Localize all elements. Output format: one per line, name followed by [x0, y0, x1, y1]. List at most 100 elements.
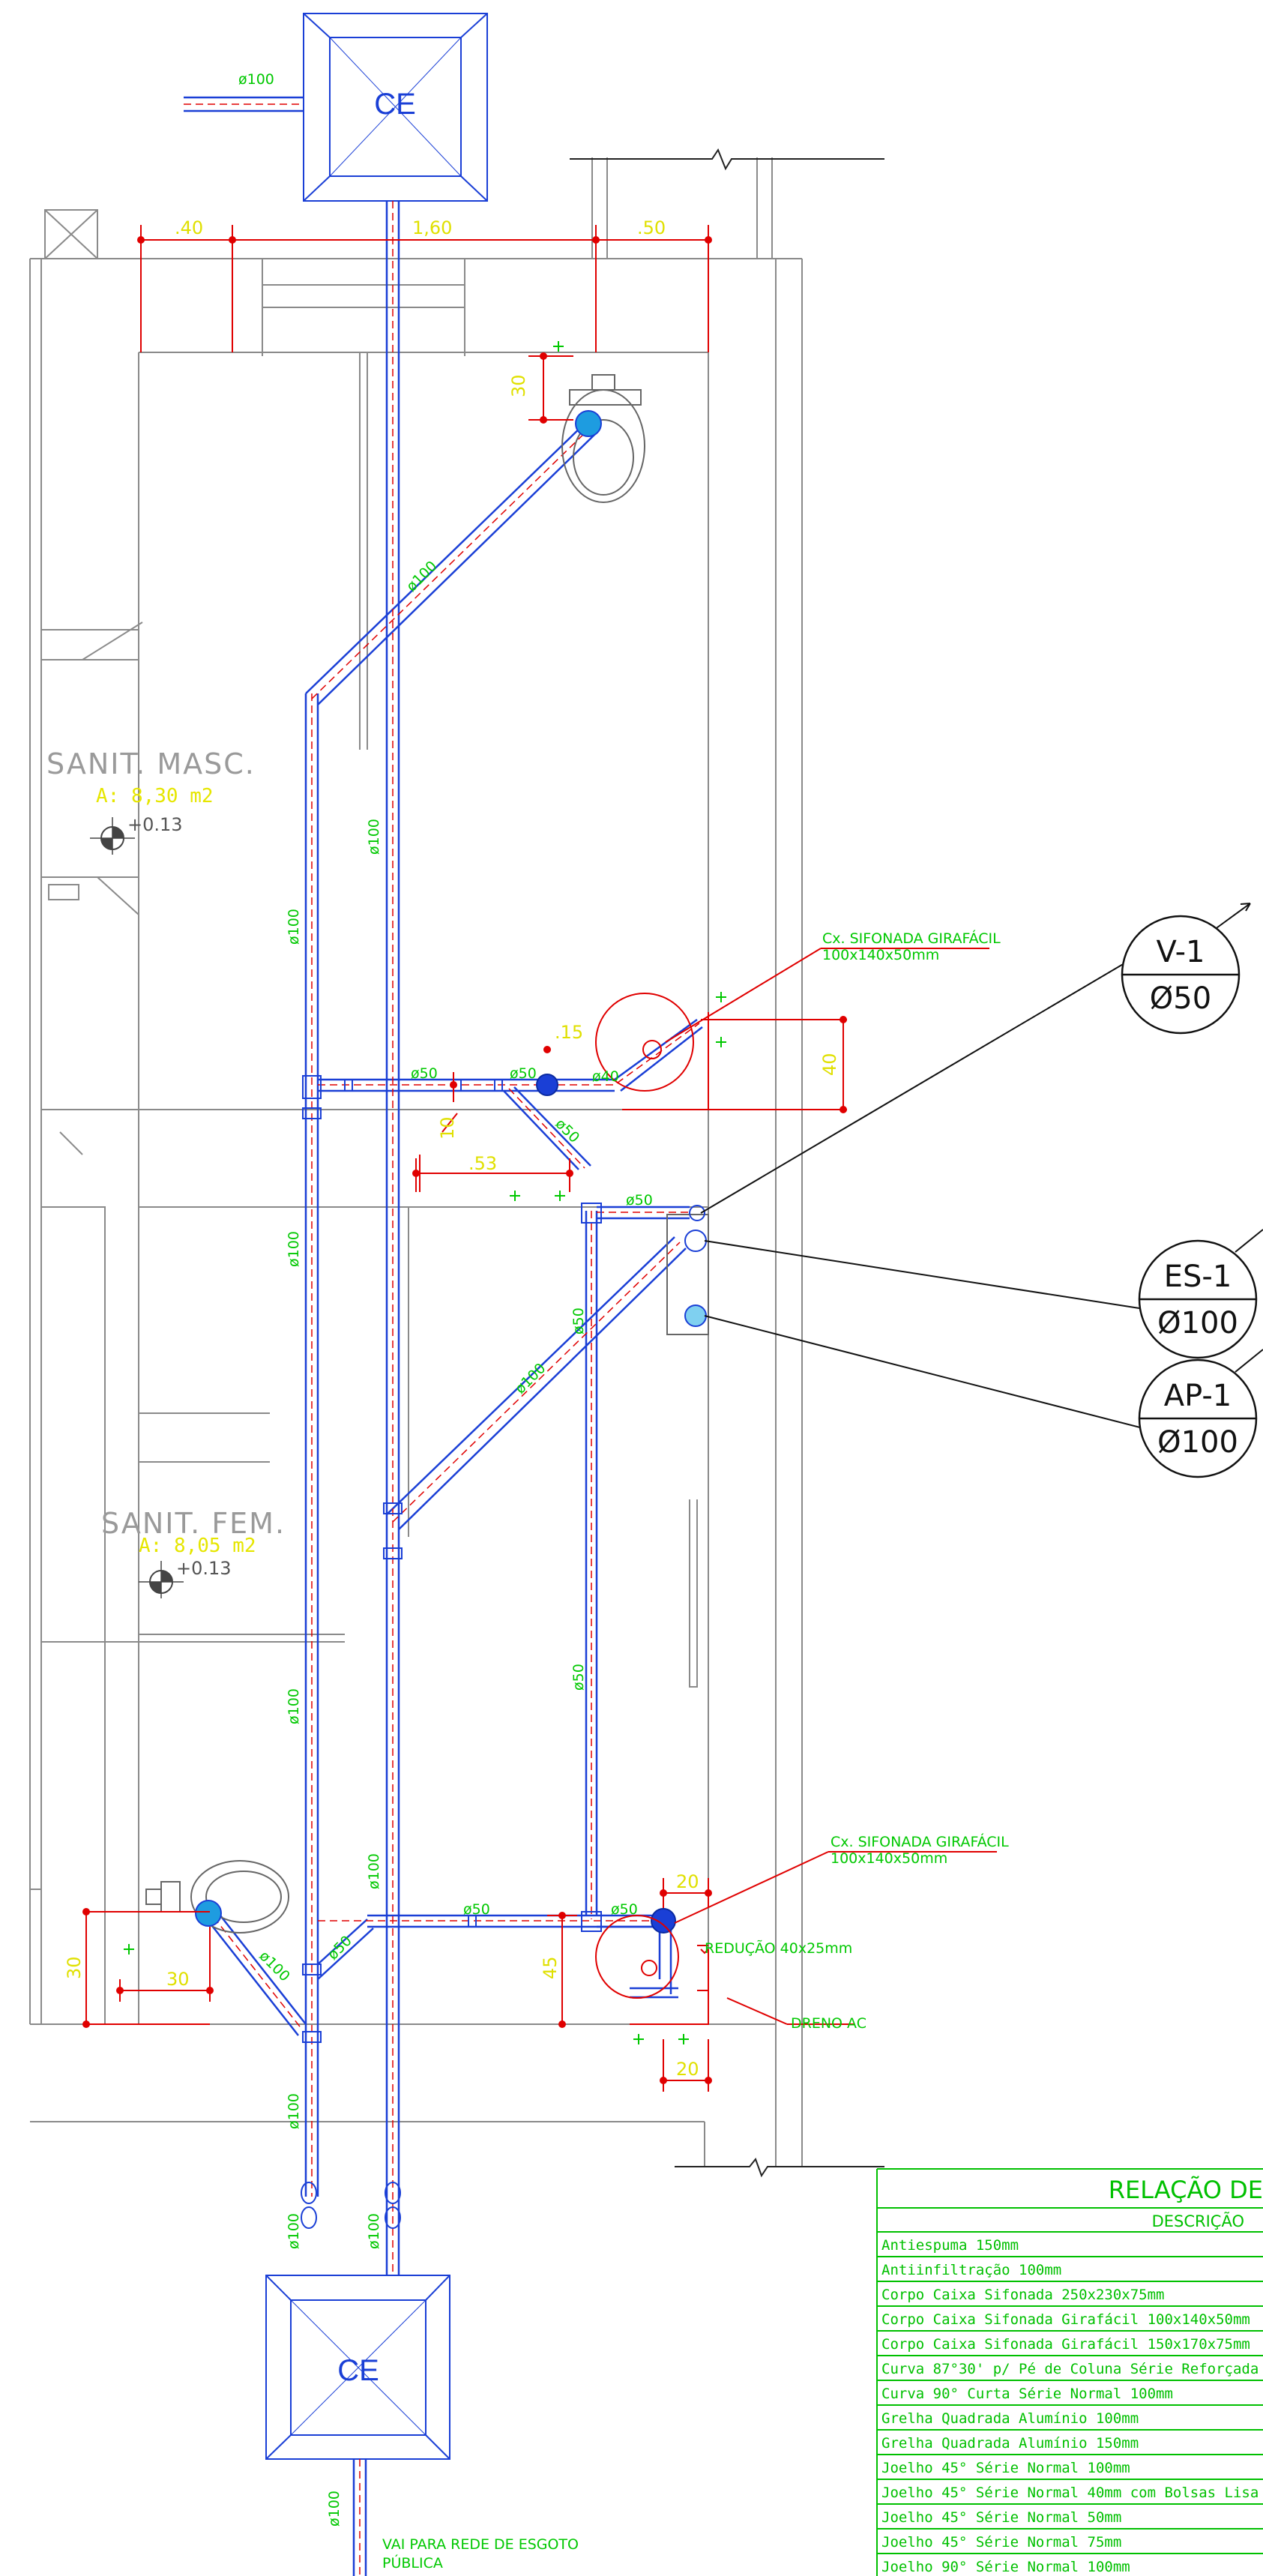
pipe-label: ø50 [570, 1664, 587, 1691]
materials-table: RELAÇÃO DE DESCRIÇÃO Antiespuma 150mmAnt… [876, 2168, 1263, 2576]
pipe-label: ø100 [286, 2213, 302, 2249]
break-line-top [570, 148, 884, 171]
tag-ap1-code: AP-1 [1164, 1379, 1232, 1413]
outlet-note-line2: PÚBLICA [382, 2554, 443, 2572]
pipe-label: ø100 [366, 2213, 382, 2249]
tag-es1-code: ES-1 [1164, 1260, 1232, 1294]
cx-upper-title: Cx. SIFONADA GIRAFÁCIL [822, 930, 1001, 947]
pipe-label: ø50 [611, 1901, 638, 1918]
dimension-label: 40 [819, 1053, 840, 1076]
level-fem: +0.13 [176, 1558, 232, 1579]
dimension-label: .50 [637, 217, 666, 238]
dimension-label: 30 [64, 1956, 85, 1979]
leader-lines [665, 948, 997, 2025]
level-marker-masc-icon [90, 817, 135, 855]
dimension-label: 45 [540, 1956, 561, 1979]
toilet-fem-drain-icon [195, 1900, 222, 1927]
siphon-box-lower-icon [651, 1908, 676, 1933]
dimension-label: 30 [166, 1969, 190, 1990]
toilet-masc-icon [561, 374, 645, 503]
cx-lower-title: Cx. SIFONADA GIRAFÁCIL [831, 1833, 1009, 1850]
stack-es-icon [684, 1230, 707, 1252]
dimension-label: .40 [175, 217, 203, 238]
materials-table-grid [876, 2168, 1263, 2576]
materials-table-row: Joelho 90° Série Normal 100mm [881, 2559, 1130, 2575]
pipe-label: ø100 [286, 909, 302, 945]
materials-table-row: Grelha Quadrada Alumínio 150mm [881, 2435, 1139, 2452]
tag-v1-diameter: Ø50 [1150, 981, 1211, 1016]
stack-ap-icon [684, 1304, 707, 1327]
materials-table-row: Antiespuma 150mm [881, 2237, 1019, 2254]
pipe-label: ø100 [366, 819, 382, 855]
dimension-label: 1,60 [412, 217, 452, 238]
materials-table-row: Joelho 45° Série Normal 75mm [881, 2534, 1121, 2551]
materials-table-row: Curva 90° Curta Série Normal 100mm [881, 2386, 1173, 2402]
pipe-label: ø100 [256, 1948, 292, 1984]
level-masc: +0.13 [127, 814, 183, 835]
room-area-fem: A: 8,05 m2 [139, 1535, 256, 1557]
materials-table-row: Corpo Caixa Sifonada 250x230x75mm [881, 2287, 1165, 2303]
materials-table-header: DESCRIÇÃO [1152, 2211, 1244, 2230]
pipe-axis [184, 103, 700, 2576]
pipe-fittings [301, 1075, 602, 2229]
pipe-label: ø100 [286, 1231, 302, 1267]
materials-table-row: Grelha Quadrada Alumínio 100mm [881, 2410, 1139, 2427]
dimension-label: 20 [676, 1871, 699, 1892]
materials-table-title: RELAÇÃO DE [1109, 2176, 1263, 2204]
materials-table-row: Corpo Caixa Sifonada Girafácil 100x140x5… [881, 2311, 1250, 2328]
shaft-box [666, 1214, 709, 1335]
dimension-dots [82, 236, 847, 2084]
pipe-label: ø50 [570, 1307, 587, 1334]
cx-lower-size: 100x140x50mm [831, 1850, 947, 1867]
pipe-label: ø40 [592, 1068, 619, 1085]
pipe-label: ø50 [411, 1065, 438, 1082]
materials-table-row: Joelho 45° Série Normal 40mm com Bolsas … [881, 2485, 1259, 2501]
pipe-label: ø100 [366, 1853, 382, 1889]
dimension-label: .53 [468, 1153, 497, 1174]
tag-v1-code: V-1 [1157, 935, 1205, 969]
materials-table-row: Corpo Caixa Sifonada Girafácil 150x170x7… [881, 2336, 1250, 2353]
dimension-label: 10 [437, 1116, 458, 1140]
floor-drain-lower [595, 1915, 709, 2025]
room-area-masc: A: 8,30 m2 [96, 785, 214, 807]
pipe-network [184, 96, 703, 2576]
tag-ap1: AP-1 Ø100 [1138, 1358, 1258, 1478]
pipe-label: ø100 [286, 1688, 302, 1724]
outlet-note-line1: VAI PARA REDE DE ESGOTO [382, 2536, 579, 2553]
walls [29, 157, 803, 2167]
pipe-label: ø50 [626, 1192, 653, 1209]
dimension-label: .15 [555, 1022, 583, 1043]
toilet-fem-icon [145, 1860, 289, 1933]
break-line-bottom [675, 2157, 884, 2178]
inspection-box-top [303, 13, 488, 202]
dimension-label: 30 [508, 374, 529, 397]
inspection-box-bottom [265, 2275, 450, 2460]
siphon-box-upper-icon [536, 1074, 558, 1096]
dimension-lines [85, 225, 847, 2092]
tag-ap1-diameter: Ø100 [1157, 1425, 1238, 1460]
pipe-label: ø100 [238, 71, 274, 88]
vent-v1-icon [689, 1205, 705, 1221]
tag-es1: ES-1 Ø100 [1138, 1239, 1258, 1359]
tag-es1-diameter: Ø100 [1157, 1306, 1238, 1340]
room-name-masc: SANIT. MASC. [46, 747, 256, 780]
reducao-note: REDUÇÃO 40x25mm [705, 1939, 852, 1957]
pipe-label: ø100 [286, 2093, 302, 2129]
pipe-label: ø50 [552, 1116, 582, 1146]
cx-upper-size: 100x140x50mm [822, 947, 939, 963]
pipe-label: ø50 [463, 1901, 490, 1918]
pipe-label: ø100 [512, 1360, 549, 1397]
toilet-masc-drain-icon [575, 410, 602, 437]
pipe-label: ø100 [326, 2491, 343, 2527]
dreno-note: DRENO AC [791, 2015, 866, 2032]
inspection-box-top-label: CE [374, 88, 416, 121]
tag-v1: V-1 Ø50 [1121, 915, 1241, 1035]
pipe-label: ø50 [510, 1065, 537, 1082]
materials-table-row: Antiinfiltração 100mm [881, 2262, 1061, 2278]
room-name-fem: SANIT. FEM. [101, 1507, 286, 1540]
level-marker-fem-icon [139, 1561, 184, 1598]
materials-table-row: Joelho 45° Série Normal 50mm [881, 2509, 1121, 2526]
pipe-label: ø50 [325, 1933, 355, 1963]
